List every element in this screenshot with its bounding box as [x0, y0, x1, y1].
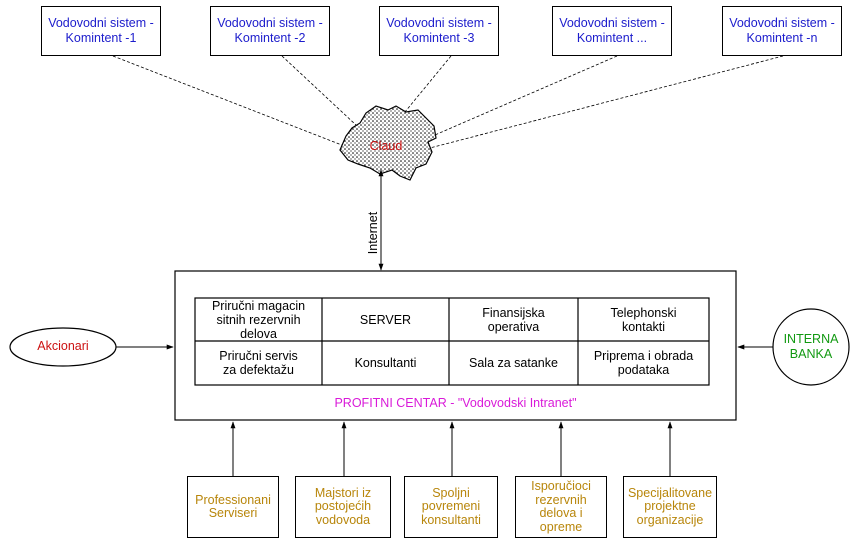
intranet-outer-box	[174, 270, 737, 421]
cell-telephonski: Telephonski kontakti	[610, 305, 677, 334]
source-box-3: Spoljni povremeni konsultanti	[404, 476, 498, 538]
internet-label: Internet	[366, 211, 380, 255]
system-box-1: Vodovodni sistem - Komintent -1	[41, 6, 161, 56]
cell-finansijska: Finansijska operativa	[482, 305, 545, 334]
system-box-4: Vodovodni sistem - Komintent ...	[552, 6, 672, 56]
cell-priprema: Priprema i obrada podataka	[593, 349, 694, 377]
bottom-arrows	[230, 421, 673, 476]
cell-konsultanti: Konsultanti	[354, 356, 417, 370]
cell-magacin: Priručni magacin sitnih rezervnih delova	[211, 298, 306, 341]
connector-5	[429, 55, 784, 149]
cloud-label: Claud	[369, 139, 403, 153]
intranet-caption: PROFITNI CENTAR - "Vodovodski Intranet"	[334, 396, 577, 410]
cell-sala: Sala za satanke	[469, 356, 558, 370]
cell-servis: Priručni servis za defektažu	[219, 349, 298, 377]
source-box-5: Specijalitovane projektne organizacije	[623, 476, 717, 538]
source-box-4: Isporučioci rezervnih delova i opreme	[515, 476, 607, 538]
system-box-3: Vodovodni sistem - Komintent -3	[379, 6, 499, 56]
connector-2	[281, 55, 357, 126]
source-box-2: Majstori iz postojećih vodovoda	[295, 476, 391, 538]
cell-server: SERVER	[359, 312, 412, 327]
connector-1	[112, 55, 353, 150]
dashed-connectors	[112, 55, 784, 150]
system-box-2: Vodovodni sistem - Komintent -2	[210, 6, 330, 56]
akcionari-label: Akcionari	[37, 339, 89, 353]
interna-banka-label: INTERNA BANKA	[783, 332, 839, 361]
intranet-grid-lines	[194, 297, 710, 386]
system-box-5: Vodovodni sistem - Komintent -n	[722, 6, 842, 56]
connector-4	[427, 55, 618, 139]
connector-3	[399, 55, 452, 119]
source-box-1: Professionani Serviseri	[187, 476, 279, 538]
